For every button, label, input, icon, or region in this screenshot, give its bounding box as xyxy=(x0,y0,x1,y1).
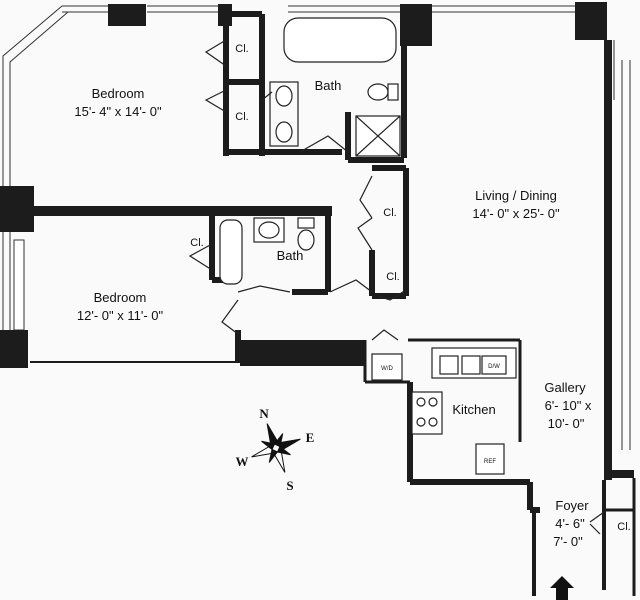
compass-west: W xyxy=(236,454,249,469)
bedroom1-name: Bedroom xyxy=(92,86,145,101)
bathtub-1 xyxy=(283,17,397,63)
closet-label-4: Cl. xyxy=(190,237,203,249)
living-name: Living / Dining xyxy=(475,188,557,203)
washer-dryer-label: W/D xyxy=(381,366,393,372)
refrigerator xyxy=(475,443,505,475)
bath1-name: Bath xyxy=(315,78,342,93)
stove xyxy=(411,391,443,435)
sink-3 xyxy=(258,221,280,239)
toilet-1 xyxy=(367,83,389,101)
foyer-name: Foyer xyxy=(555,498,589,513)
kitchen-name: Kitchen xyxy=(452,402,495,417)
interior-walls xyxy=(30,11,636,596)
foyer-dims-2: 7'- 0" xyxy=(553,534,583,549)
foyer-dims-1: 4'- 6" xyxy=(555,516,585,531)
living-dims: 14'- 0" x 25'- 0" xyxy=(472,206,560,221)
compass-east: E xyxy=(306,430,315,445)
bathtub-2 xyxy=(219,219,243,285)
sink-1 xyxy=(275,85,293,107)
walls xyxy=(0,2,634,480)
closet-label-2: Cl. xyxy=(235,111,248,123)
bedroom2-dims: 12'- 0" x 11'- 0" xyxy=(77,308,164,323)
entry-arrow-icon xyxy=(550,576,574,600)
gallery-dims-2: 10'- 0" xyxy=(548,416,585,431)
bedroom1-dims: 15'- 4" x 14'- 0" xyxy=(74,104,162,119)
sink-2 xyxy=(275,121,293,143)
fixtures xyxy=(219,17,517,475)
closet-label-3: Cl. xyxy=(383,207,396,219)
compass-south: S xyxy=(286,478,293,493)
compass-rose: N S E W xyxy=(236,406,315,493)
refrigerator-label: REF xyxy=(484,459,496,465)
windows xyxy=(2,5,631,450)
closet-label-6: Cl. xyxy=(617,521,630,533)
closet-label-1: Cl. xyxy=(235,43,248,55)
dishwasher-label: D/W xyxy=(488,364,500,370)
bedroom2-name: Bedroom xyxy=(94,290,147,305)
gallery-name: Gallery xyxy=(544,380,586,395)
toilet-2 xyxy=(297,229,315,251)
dishwasher xyxy=(481,355,507,375)
washer-dryer xyxy=(371,353,403,381)
bath2-name: Bath xyxy=(277,248,304,263)
gallery-dims-1: 6'- 10" x xyxy=(545,398,592,413)
compass-north: N xyxy=(259,406,269,421)
closet-label-5: Cl. xyxy=(386,271,399,283)
door-swings xyxy=(188,39,605,535)
